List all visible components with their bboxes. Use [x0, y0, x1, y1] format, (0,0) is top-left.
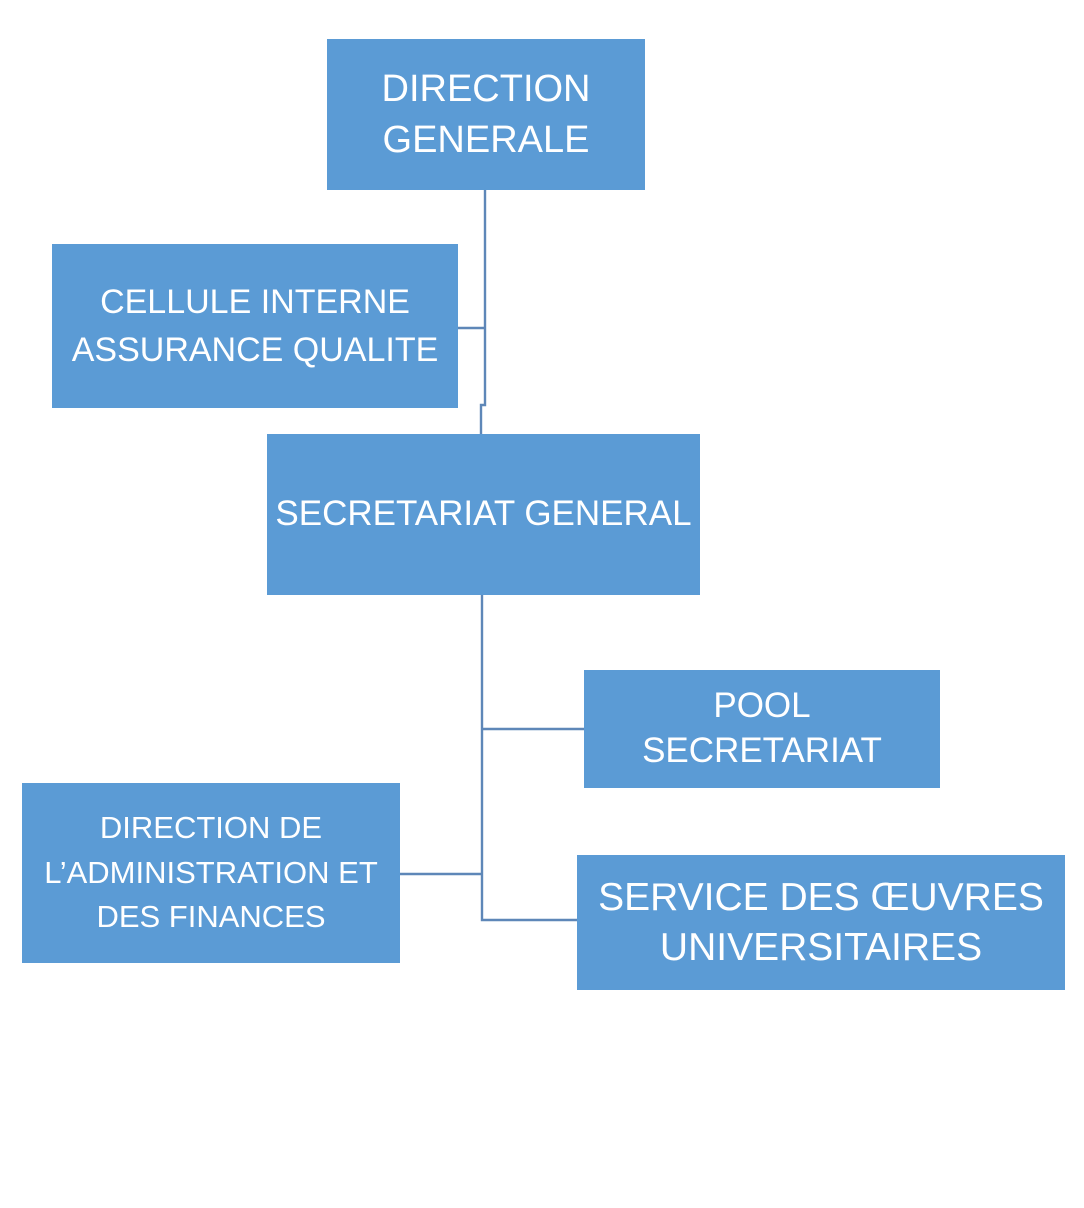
- node-label-line: GENERALE: [382, 118, 590, 161]
- org-node-direction-generale: DIRECTION GENERALE: [327, 39, 645, 190]
- org-node-cellule-interne-assurance-qualite: CELLULE INTERNE ASSURANCE QUALITE: [52, 244, 458, 408]
- node-label-line: ASSURANCE QUALITE: [71, 331, 439, 369]
- org-node-secretariat-general: SECRETARIAT GENERAL: [267, 434, 700, 595]
- org-node-direction-administration-finances: DIRECTION DE L’ADMINISTRATION ET DES FIN…: [22, 783, 400, 963]
- node-label-line: SECRETARIAT: [642, 731, 882, 770]
- node-label-line: POOL: [713, 686, 811, 726]
- org-node-service-oeuvres-universitaires: SERVICE DES ŒUVRES UNIVERSITAIRES: [577, 855, 1065, 990]
- org-node-pool-secretariat: POOL SECRETARIAT: [584, 670, 940, 788]
- connector-dg-to-sg: [479, 190, 487, 434]
- node-label-line: DES FINANCES: [96, 899, 326, 935]
- node-label-line: SERVICE DES ŒUVRES: [598, 875, 1044, 919]
- node-label-line: L’ADMINISTRATION ET: [44, 854, 378, 890]
- node-label-line: DIRECTION: [381, 68, 591, 111]
- node-label-line: DIRECTION DE: [99, 810, 323, 846]
- node-label-line: UNIVERSITAIRES: [659, 925, 983, 969]
- node-label-line: SECRETARIAT GENERAL: [275, 494, 692, 534]
- node-label-line: CELLULE INTERNE: [100, 282, 410, 321]
- connector-sg-trunk-to-service: [480, 595, 577, 922]
